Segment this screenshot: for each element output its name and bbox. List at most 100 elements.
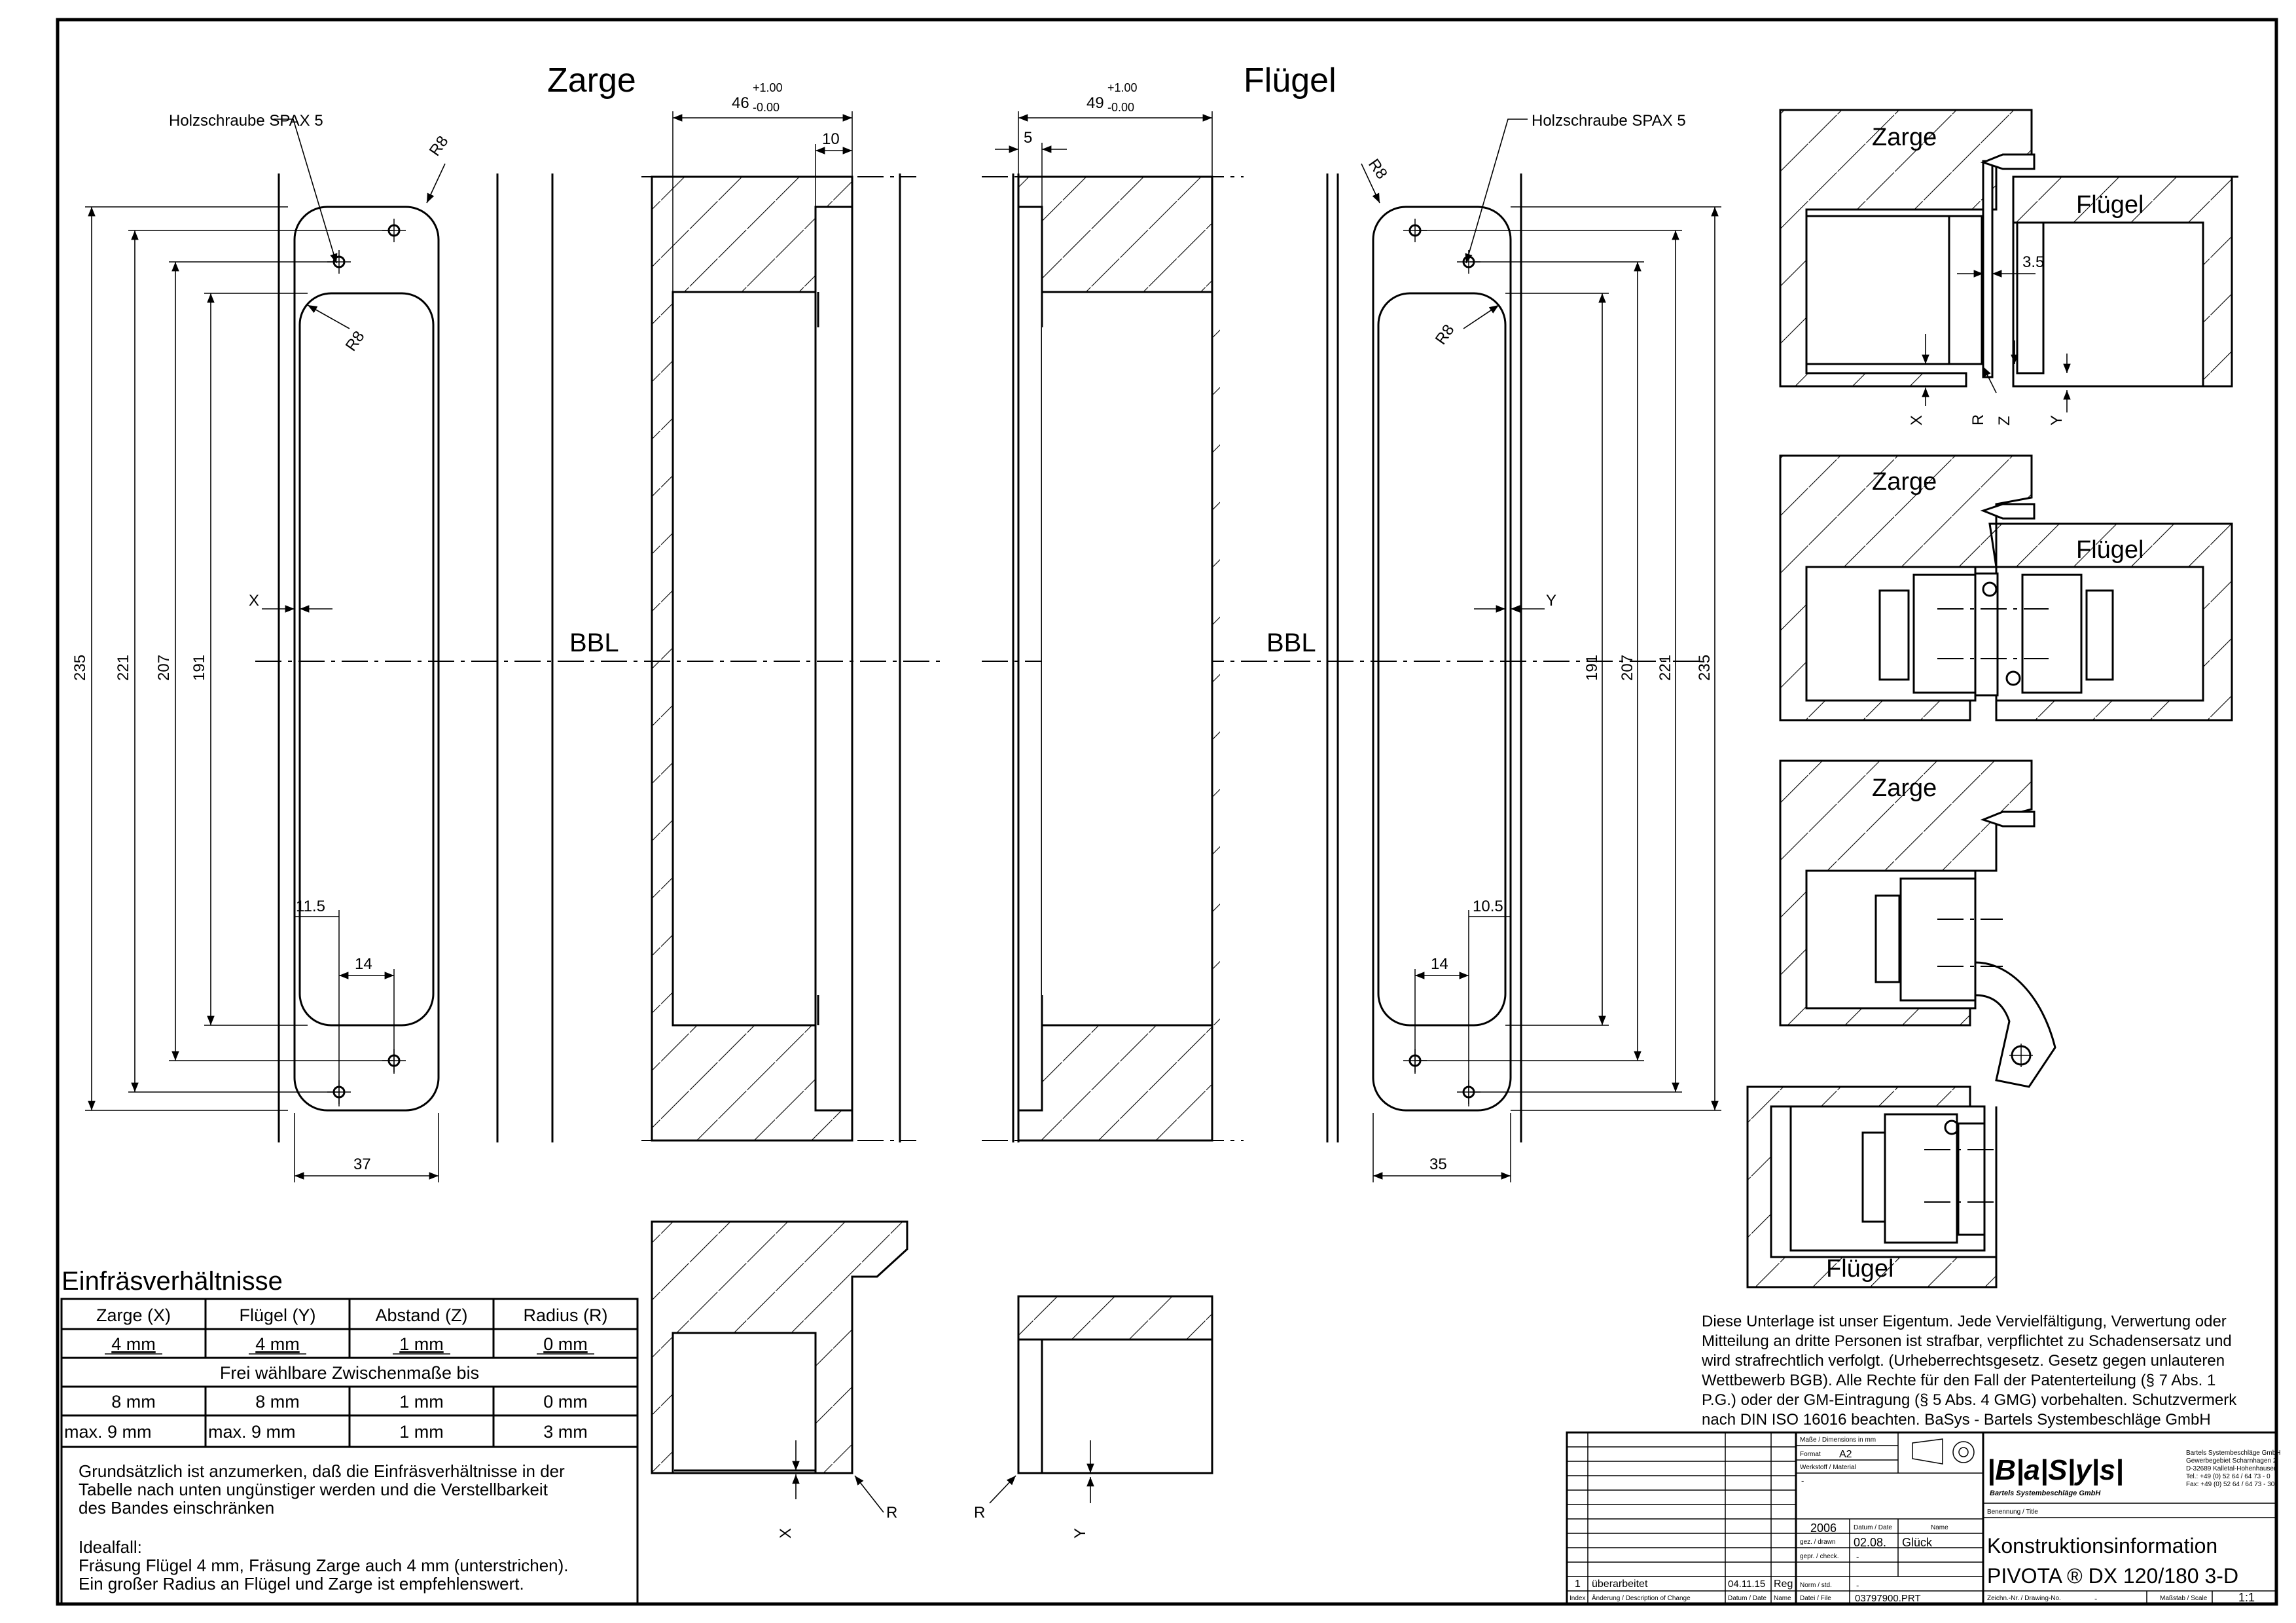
tb-change: überarbeitet bbox=[1592, 1578, 1648, 1590]
tb-change-name: Reg bbox=[1774, 1578, 1793, 1590]
fluegel-title: Flügel bbox=[1244, 62, 1336, 100]
tol-49-minus: -0.00 bbox=[1107, 101, 1134, 114]
tol-46-plus: +1.00 bbox=[753, 81, 783, 94]
table-cell-a: 8 mm bbox=[255, 1392, 300, 1412]
detail1-dim-3-5: 3.5 bbox=[2022, 253, 2044, 271]
tb-format-value: A2 bbox=[1839, 1449, 1852, 1460]
copyright-notice: Diese Unterlage ist unser Eigentum. Jede… bbox=[1701, 1313, 2237, 1429]
fluegel-plate-recess bbox=[1377, 292, 1507, 1027]
zarge-plate-outline bbox=[293, 206, 440, 1112]
tb-gepr: gepr. / check. bbox=[1800, 1553, 1839, 1560]
fluegel-bottom-section: Y R bbox=[974, 1295, 1213, 1539]
fluegel-y-label: Y bbox=[1546, 592, 1556, 610]
dim-zarge-207: 207 bbox=[155, 655, 173, 681]
dim-fluegel-35: 35 bbox=[1429, 1156, 1447, 1173]
table-cell-ideal: 0 mm bbox=[543, 1334, 588, 1354]
tb-name: Name bbox=[1931, 1524, 1948, 1531]
dim-10: 10 bbox=[822, 130, 840, 148]
dim-zarge-191: 191 bbox=[190, 655, 208, 681]
tb-massstab: Maßstab / Scale bbox=[2160, 1595, 2208, 1602]
table-cell-b: max. 9 mm bbox=[64, 1422, 152, 1442]
zarge-bottom-section: X R bbox=[651, 1220, 908, 1539]
detail1-z-label: Z bbox=[1996, 416, 2013, 426]
table-note2-l1: Idealfall: bbox=[79, 1537, 142, 1557]
table-cell-a: 8 mm bbox=[111, 1392, 156, 1412]
table-cell-ideal: 4 mm bbox=[255, 1334, 300, 1354]
dim-zarge-221: 221 bbox=[115, 655, 132, 681]
tol-46-minus: -0.00 bbox=[753, 101, 780, 114]
dim-fluegel-221: 221 bbox=[1657, 655, 1674, 681]
tb-company-l5: Fax: +49 (0) 52 64 / 64 73 - 30 bbox=[2186, 1481, 2275, 1488]
dim-zarge-14: 14 bbox=[355, 955, 372, 973]
sheet-border bbox=[56, 18, 2278, 1606]
zarge-section-hatch bbox=[651, 175, 853, 1142]
tb-change-date: 04.11.15 bbox=[1728, 1578, 1765, 1590]
table-note1-l3: des Bandes einschränken bbox=[79, 1498, 274, 1518]
title-block: Maße / Dimensions in mm Format A2 Werkst… bbox=[1566, 1431, 2281, 1605]
table-cell-a: 0 mm bbox=[543, 1392, 588, 1412]
table-header-radius: Radius (R) bbox=[523, 1305, 607, 1325]
detail2-fluegel-label: Flügel bbox=[2076, 536, 2144, 564]
copyright-l2: Mitteilung an dritte Personen ist strafb… bbox=[1702, 1332, 2232, 1350]
fluegel-plate-outline bbox=[1372, 206, 1512, 1112]
tb-gez-date: 02.08. bbox=[1854, 1536, 1886, 1549]
tb-title1: Konstruktionsinformation bbox=[1987, 1534, 2217, 1558]
einfraes-table: Einfräsverhältnisse Zarge (X) Flügel (Y)… bbox=[60, 1267, 639, 1604]
zarge-plate-recess bbox=[298, 292, 435, 1027]
dim-fluegel-10-5: 10.5 bbox=[1473, 898, 1503, 915]
tb-logo-sub: Bartels Systembeschläge GmbH bbox=[1990, 1489, 2101, 1497]
table-cell-a: 1 mm bbox=[399, 1392, 444, 1412]
tb-index-no: 1 bbox=[1575, 1578, 1581, 1590]
table-note1-l1: Grundsätzlich ist anzumerken, daß die Ei… bbox=[79, 1461, 565, 1481]
table-note1-l2: Tabelle nach unten ungünstiger werden un… bbox=[79, 1480, 548, 1499]
dim-49: 49 bbox=[1086, 94, 1104, 112]
copyright-l6: nach DIN ISO 16016 beachten. BaSys - Bar… bbox=[1702, 1411, 2211, 1429]
detail4-fluegel-label: Flügel bbox=[1826, 1255, 1894, 1283]
tb-zeichn-value: - bbox=[2094, 1594, 2097, 1603]
bottom-zarge-x-label: X bbox=[777, 1528, 795, 1539]
detail1-fluegel-label: Flügel bbox=[2076, 191, 2144, 219]
zarge-inner-r8-label: R8 bbox=[342, 328, 368, 355]
tb-masse: Maße / Dimensions in mm bbox=[1800, 1436, 1876, 1444]
zarge-screw-label: Holzschraube SPAX 5 bbox=[169, 112, 323, 130]
tb-aenderung: Änderung / Description of Change bbox=[1592, 1594, 1691, 1602]
table-cell-b: max. 9 mm bbox=[208, 1422, 296, 1442]
tb-company-l4: Tel.: +49 (0) 52 64 / 64 73 - 0 bbox=[2186, 1473, 2270, 1480]
tb-format-label: Format bbox=[1800, 1451, 1821, 1458]
dim-5: 5 bbox=[1024, 129, 1032, 147]
copyright-l3: wird strafrechtlich verfolgt. (Urheberre… bbox=[1701, 1352, 2225, 1370]
table-subheader: Frei wählbare Zwischenmaße bis bbox=[220, 1363, 479, 1383]
detail1-x-label: X bbox=[1908, 415, 1926, 426]
tb-logo: |B|a|S|y|s| bbox=[1987, 1454, 2123, 1486]
fluegel-inner-r8-label: R8 bbox=[1432, 321, 1458, 348]
detail-view-2: Zarge Flügel bbox=[1779, 454, 2233, 721]
bottom-fluegel-r-label: R bbox=[974, 1504, 985, 1522]
tb-norm-value: - bbox=[1856, 1580, 1859, 1590]
detail1-y-label: Y bbox=[2048, 415, 2066, 426]
tb-gepr-value: - bbox=[1856, 1552, 1859, 1561]
detail3-zarge-label: Zarge bbox=[1872, 775, 1937, 802]
copyright-l5: P.G.) oder der GM-Eintragung (§ 5 Abs. 4… bbox=[1702, 1391, 2237, 1409]
dim-fluegel-207: 207 bbox=[1619, 655, 1636, 681]
tb-zeichn: Zeichn.-Nr. / Drawing-No. bbox=[1987, 1595, 2061, 1602]
tb-gez: gez. / drawn bbox=[1800, 1539, 1835, 1546]
tb-company-l3: D-32689 Kalletal-Hohenhausen bbox=[2186, 1465, 2278, 1472]
fluegel-screw-label: Holzschraube SPAX 5 bbox=[1532, 112, 1686, 130]
tb-gez-name: Glück bbox=[1902, 1536, 1933, 1549]
detail-view-4: Flügel bbox=[1746, 1085, 1998, 1288]
tb-company-l1: Bartels Systembeschläge GmbH bbox=[2186, 1450, 2281, 1457]
table-header-zarge: Zarge (X) bbox=[96, 1305, 171, 1325]
tb-werkstoff-value: - bbox=[1801, 1476, 1804, 1486]
table-cell-b: 1 mm bbox=[399, 1422, 444, 1442]
tb-datei: Datei / File bbox=[1800, 1595, 1831, 1602]
tb-index: Index bbox=[1570, 1595, 1585, 1602]
detail1-r-label: R bbox=[1969, 414, 1987, 426]
dim-fluegel-191: 191 bbox=[1583, 655, 1601, 681]
copyright-l4: Wettbewerb BGB). Alle Rechte für den Fal… bbox=[1702, 1372, 2215, 1389]
detail2-zarge-label: Zarge bbox=[1872, 468, 1937, 496]
zarge-x-label: X bbox=[249, 592, 259, 610]
copyright-l1: Diese Unterlage ist unser Eigentum. Jede… bbox=[1702, 1313, 2227, 1330]
table-note2-l2: Fräsung Flügel 4 mm, Fräsung Zarge auch … bbox=[79, 1556, 569, 1575]
tb-title2: PIVOTA ® DX 120/180 3-D bbox=[1987, 1564, 2238, 1588]
